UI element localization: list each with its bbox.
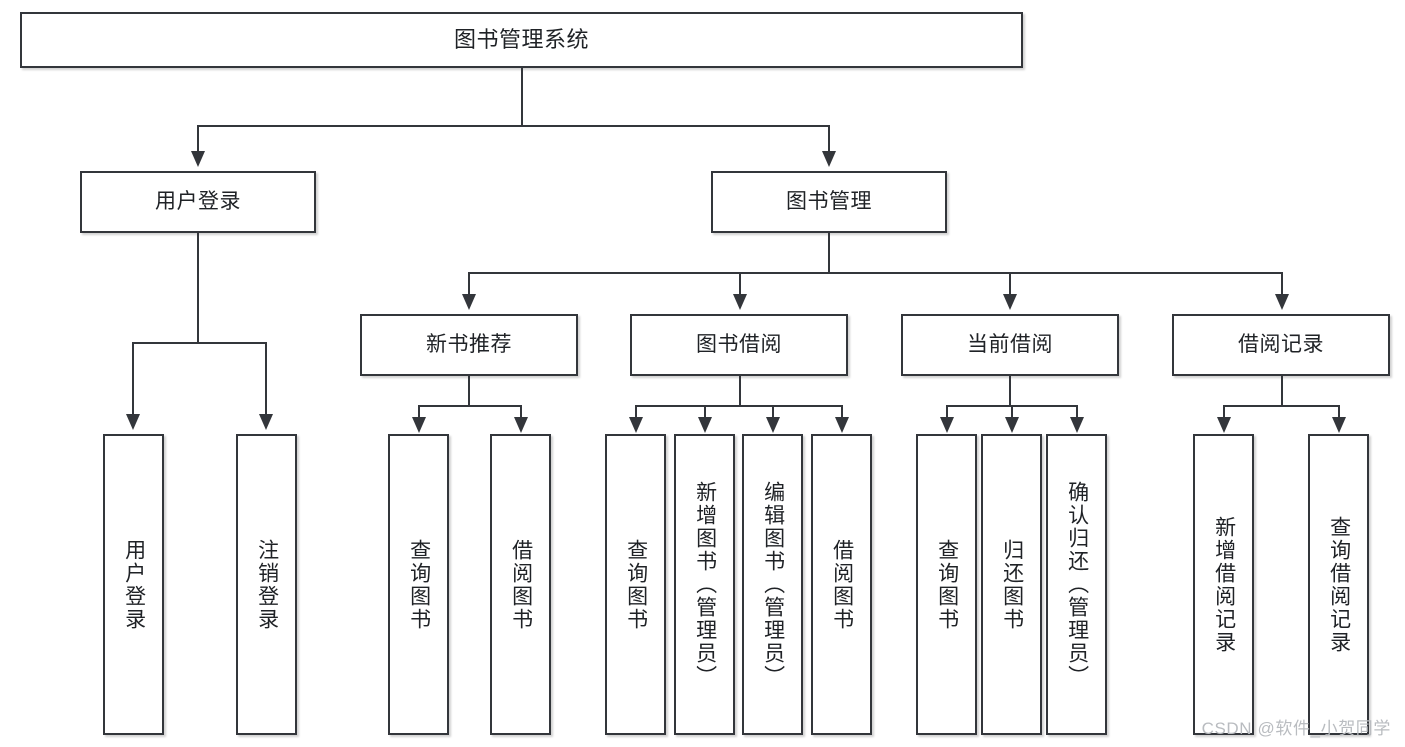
connector-borrowrecord-bar	[1223, 405, 1339, 407]
node-label: 借阅图书	[509, 538, 533, 631]
connector-newbook-bar	[418, 405, 522, 407]
connector-bookborrow-stem	[739, 376, 741, 406]
arrow-user-login-child-2	[259, 414, 273, 430]
connector-root-bar	[197, 125, 830, 127]
connector-newbook-stem	[468, 376, 470, 406]
node-label: 查询借阅记录	[1327, 515, 1351, 654]
connector-bookborrow-drop-4	[841, 405, 843, 419]
node-label: 用户登录	[155, 189, 241, 213]
connector-book-mgmt-drop-2	[739, 272, 741, 296]
node-label: 当前借阅	[967, 332, 1053, 356]
leaf-borrowrecord-add-record[interactable]: 新增借阅记录	[1193, 434, 1254, 735]
connector-currentborrow-drop-2	[1011, 405, 1013, 419]
arrow-bookborrow-child-2	[698, 417, 712, 433]
node-label: 查询图书	[624, 538, 648, 631]
connector-root-to-book-mgmt	[828, 125, 830, 153]
node-label: 查询图书	[935, 538, 959, 631]
connector-bookborrow-drop-3	[772, 405, 774, 419]
leaf-bookborrow-query-book[interactable]: 查询图书	[605, 434, 666, 735]
connector-book-mgmt-stem	[828, 233, 830, 273]
watermark-text: CSDN @软件_小贺同学	[1201, 719, 1391, 738]
connector-bookborrow-drop-1	[635, 405, 637, 419]
arrow-borrowrecord-child-1	[1217, 417, 1231, 433]
leaf-user-login-login[interactable]: 用户登录	[103, 434, 164, 735]
node-label: 图书借阅	[696, 332, 782, 356]
connector-newbook-drop-2	[520, 405, 522, 419]
node-label: 借阅图书	[830, 538, 854, 631]
connector-user-login-drop-1	[132, 342, 134, 416]
connector-bookborrow-drop-2	[704, 405, 706, 419]
leaf-bookborrow-edit-book[interactable]: 编辑图书（管理员）	[742, 434, 803, 735]
node-label: 编辑图书（管理员）	[761, 481, 785, 688]
leaf-bookborrow-borrow-book[interactable]: 借阅图书	[811, 434, 872, 735]
leaf-user-login-logout[interactable]: 注销登录	[236, 434, 297, 735]
arrow-bookborrow-child-3	[766, 417, 780, 433]
connector-user-login-bar	[132, 342, 266, 344]
connector-root-to-user-login	[197, 125, 199, 153]
arrow-bookborrow-child-4	[835, 417, 849, 433]
leaf-newbook-borrow-book[interactable]: 借阅图书	[490, 434, 551, 735]
node-new-book-recommend[interactable]: 新书推荐	[360, 314, 578, 376]
connector-currentborrow-drop-1	[946, 405, 948, 419]
arrow-root-to-user-login	[191, 151, 205, 167]
connector-book-mgmt-drop-4	[1281, 272, 1283, 296]
node-label: 新增图书（管理员）	[693, 481, 717, 688]
arrow-user-login-child-1	[126, 414, 140, 430]
connector-user-login-stem	[197, 233, 199, 343]
arrow-book-mgmt-child-2	[733, 294, 747, 310]
node-label: 注销登录	[255, 538, 279, 631]
arrow-book-mgmt-child-4	[1275, 294, 1289, 310]
node-label: 图书管理系统	[453, 27, 589, 53]
connector-borrowrecord-drop-2	[1338, 405, 1340, 419]
connector-root-stem	[521, 68, 523, 126]
node-book-borrow[interactable]: 图书借阅	[630, 314, 848, 376]
arrow-root-to-book-mgmt	[822, 151, 836, 167]
arrow-book-mgmt-child-3	[1003, 294, 1017, 310]
arrow-borrowrecord-child-2	[1332, 417, 1346, 433]
arrow-bookborrow-child-1	[629, 417, 643, 433]
node-borrow-record[interactable]: 借阅记录	[1172, 314, 1390, 376]
node-label: 归还图书	[1000, 538, 1024, 631]
connector-book-mgmt-drop-1	[468, 272, 470, 296]
leaf-bookborrow-add-book[interactable]: 新增图书（管理员）	[674, 434, 735, 735]
connector-currentborrow-drop-3	[1076, 405, 1078, 419]
connector-book-mgmt-bar	[468, 272, 1282, 274]
arrow-newbook-child-1	[412, 417, 426, 433]
connector-bookborrow-bar	[635, 405, 843, 407]
connector-borrowrecord-drop-1	[1223, 405, 1225, 419]
arrow-currentborrow-child-3	[1070, 417, 1084, 433]
arrow-currentborrow-child-2	[1005, 417, 1019, 433]
node-user-login[interactable]: 用户登录	[80, 171, 316, 233]
connector-borrowrecord-stem	[1281, 376, 1283, 406]
connector-newbook-drop-1	[418, 405, 420, 419]
node-book-management[interactable]: 图书管理	[711, 171, 947, 233]
leaf-currentborrow-query-book[interactable]: 查询图书	[916, 434, 977, 735]
leaf-borrowrecord-query-record[interactable]: 查询借阅记录	[1308, 434, 1369, 735]
connector-currentborrow-stem	[1009, 376, 1011, 406]
arrow-newbook-child-2	[514, 417, 528, 433]
node-label: 用户登录	[122, 538, 146, 631]
arrow-currentborrow-child-1	[940, 417, 954, 433]
node-label: 查询图书	[407, 538, 431, 631]
node-root-system[interactable]: 图书管理系统	[20, 12, 1023, 68]
connector-user-login-drop-2	[265, 342, 267, 416]
leaf-newbook-query-book[interactable]: 查询图书	[388, 434, 449, 735]
node-label: 新书推荐	[426, 332, 512, 356]
arrow-book-mgmt-child-1	[462, 294, 476, 310]
connector-book-mgmt-drop-3	[1009, 272, 1011, 296]
node-label: 图书管理	[786, 189, 872, 213]
node-label: 确认归还（管理员）	[1065, 481, 1089, 688]
node-label: 借阅记录	[1238, 332, 1324, 356]
node-label: 新增借阅记录	[1212, 515, 1236, 654]
leaf-currentborrow-return-book[interactable]: 归还图书	[981, 434, 1042, 735]
node-current-borrow[interactable]: 当前借阅	[901, 314, 1119, 376]
leaf-currentborrow-confirm-return[interactable]: 确认归还（管理员）	[1046, 434, 1107, 735]
